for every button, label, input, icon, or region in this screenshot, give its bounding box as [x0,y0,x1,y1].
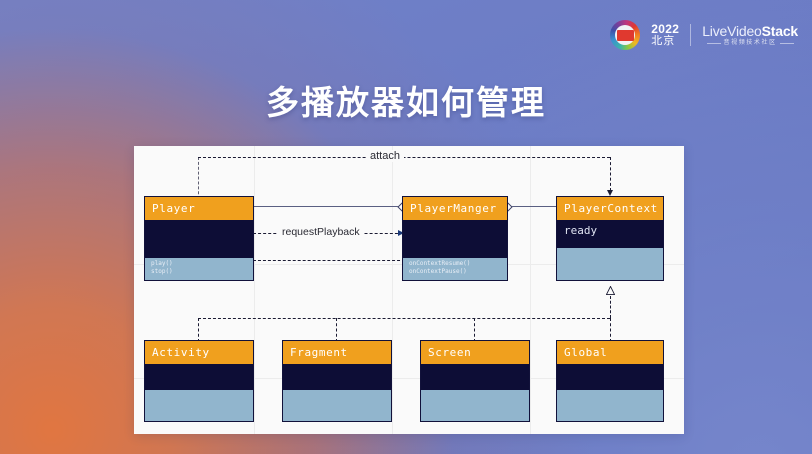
uml-class-player-attributes [145,220,253,258]
brand-subtitle: 音视频技术社区 [723,39,777,46]
diagram-panel: attach requestPlayback Player play [134,146,684,434]
uml-class-player-manger-methods: onContextResume() onContextPause() [403,257,507,280]
uml-class-activity-name: Activity [145,341,253,364]
edge-label-attach: attach [366,150,404,162]
edge-stem-activity [198,318,199,342]
uml-class-global[interactable]: Global [556,340,664,422]
brand-subtitle-row: 音视频技术社区 [706,39,794,47]
logo-divider [690,24,692,46]
edge-attach-horizontal [198,157,610,158]
uml-class-screen-attributes [421,364,529,390]
uml-class-player-manger-name: PlayerManger [403,197,507,220]
grid-line-v [392,146,393,434]
grid-line-h [134,378,684,379]
uml-class-global-name: Global [557,341,663,364]
uml-attribute: ready [564,224,598,237]
uml-class-fragment[interactable]: Fragment [282,340,392,422]
ring-core-icon [616,29,634,41]
grid-line-v [254,146,255,434]
uml-class-player-context-methods [557,248,663,280]
brand-rule-left [706,42,721,44]
brand-rule-right [779,42,794,44]
brand-wordmark: LiveVideoStack 音视频技术社区 [702,22,799,47]
uml-class-activity-methods [145,390,253,421]
edge-callback-line [253,260,405,261]
uml-method: play() [151,259,173,267]
brand-wordmark-bold: Stack [761,22,799,39]
uml-class-screen-methods [421,390,529,421]
uml-class-player-manger[interactable]: PlayerManger onContextResume() onContext… [402,196,508,281]
page-title: 多播放器如何管理 [266,84,546,121]
edge-stem-fragment [336,318,337,342]
uml-class-player[interactable]: Player play() stop() [144,196,254,281]
edge-request-playback-arrowhead-icon [398,229,404,236]
edge-aggregation-player-manger [253,206,405,207]
uml-class-player-context[interactable]: PlayerContext ready [556,196,664,281]
uml-class-screen-name: Screen [421,341,529,364]
uml-method: onContextResume() [409,259,471,267]
event-year: 2022 [651,21,680,36]
edge-attach-arrowhead-icon [606,190,613,196]
uml-class-player-methods: play() stop() [145,257,253,280]
uml-class-player-manger-attributes [403,220,507,258]
edge-generalization-stem [610,296,611,318]
uml-class-fragment-name: Fragment [283,341,391,364]
edge-aggregation-manger-context [508,206,558,207]
event-year-block: 2022 北京 [651,23,679,47]
uml-class-activity-attributes [145,364,253,390]
uml-class-fragment-methods [283,390,391,421]
uml-class-screen[interactable]: Screen [420,340,530,422]
brand-wordmark-light: LiveVideo [702,22,762,39]
uml-class-player-context-attributes: ready [557,220,663,248]
edge-stem-global [610,318,611,342]
uml-class-fragment-attributes [283,364,391,390]
uml-class-global-methods [557,390,663,421]
edge-attach-vertical-left [198,157,199,204]
edge-stem-screen [474,318,475,342]
edge-attach-vertical-right [610,157,611,191]
uml-method: stop() [151,268,173,276]
header-logo-bar: 2022 北京 LiveVideoStack 音视频技术社区 [610,18,798,52]
generalization-triangle-icon [605,286,615,295]
grid-line-v [530,146,531,434]
edge-label-request-playback: requestPlayback [278,226,364,238]
uml-class-player-name: Player [145,197,253,220]
edge-generalization-bus [198,318,610,319]
brand-wordmark-text: LiveVideoStack [702,22,799,39]
uml-class-player-context-name: PlayerContext [557,197,663,220]
uml-class-activity[interactable]: Activity [144,340,254,422]
uml-class-global-attributes [557,364,663,390]
livevideostack-ring-logo-icon [610,20,641,50]
event-city: 北京 [651,34,676,47]
uml-method: onContextPause() [409,268,467,276]
